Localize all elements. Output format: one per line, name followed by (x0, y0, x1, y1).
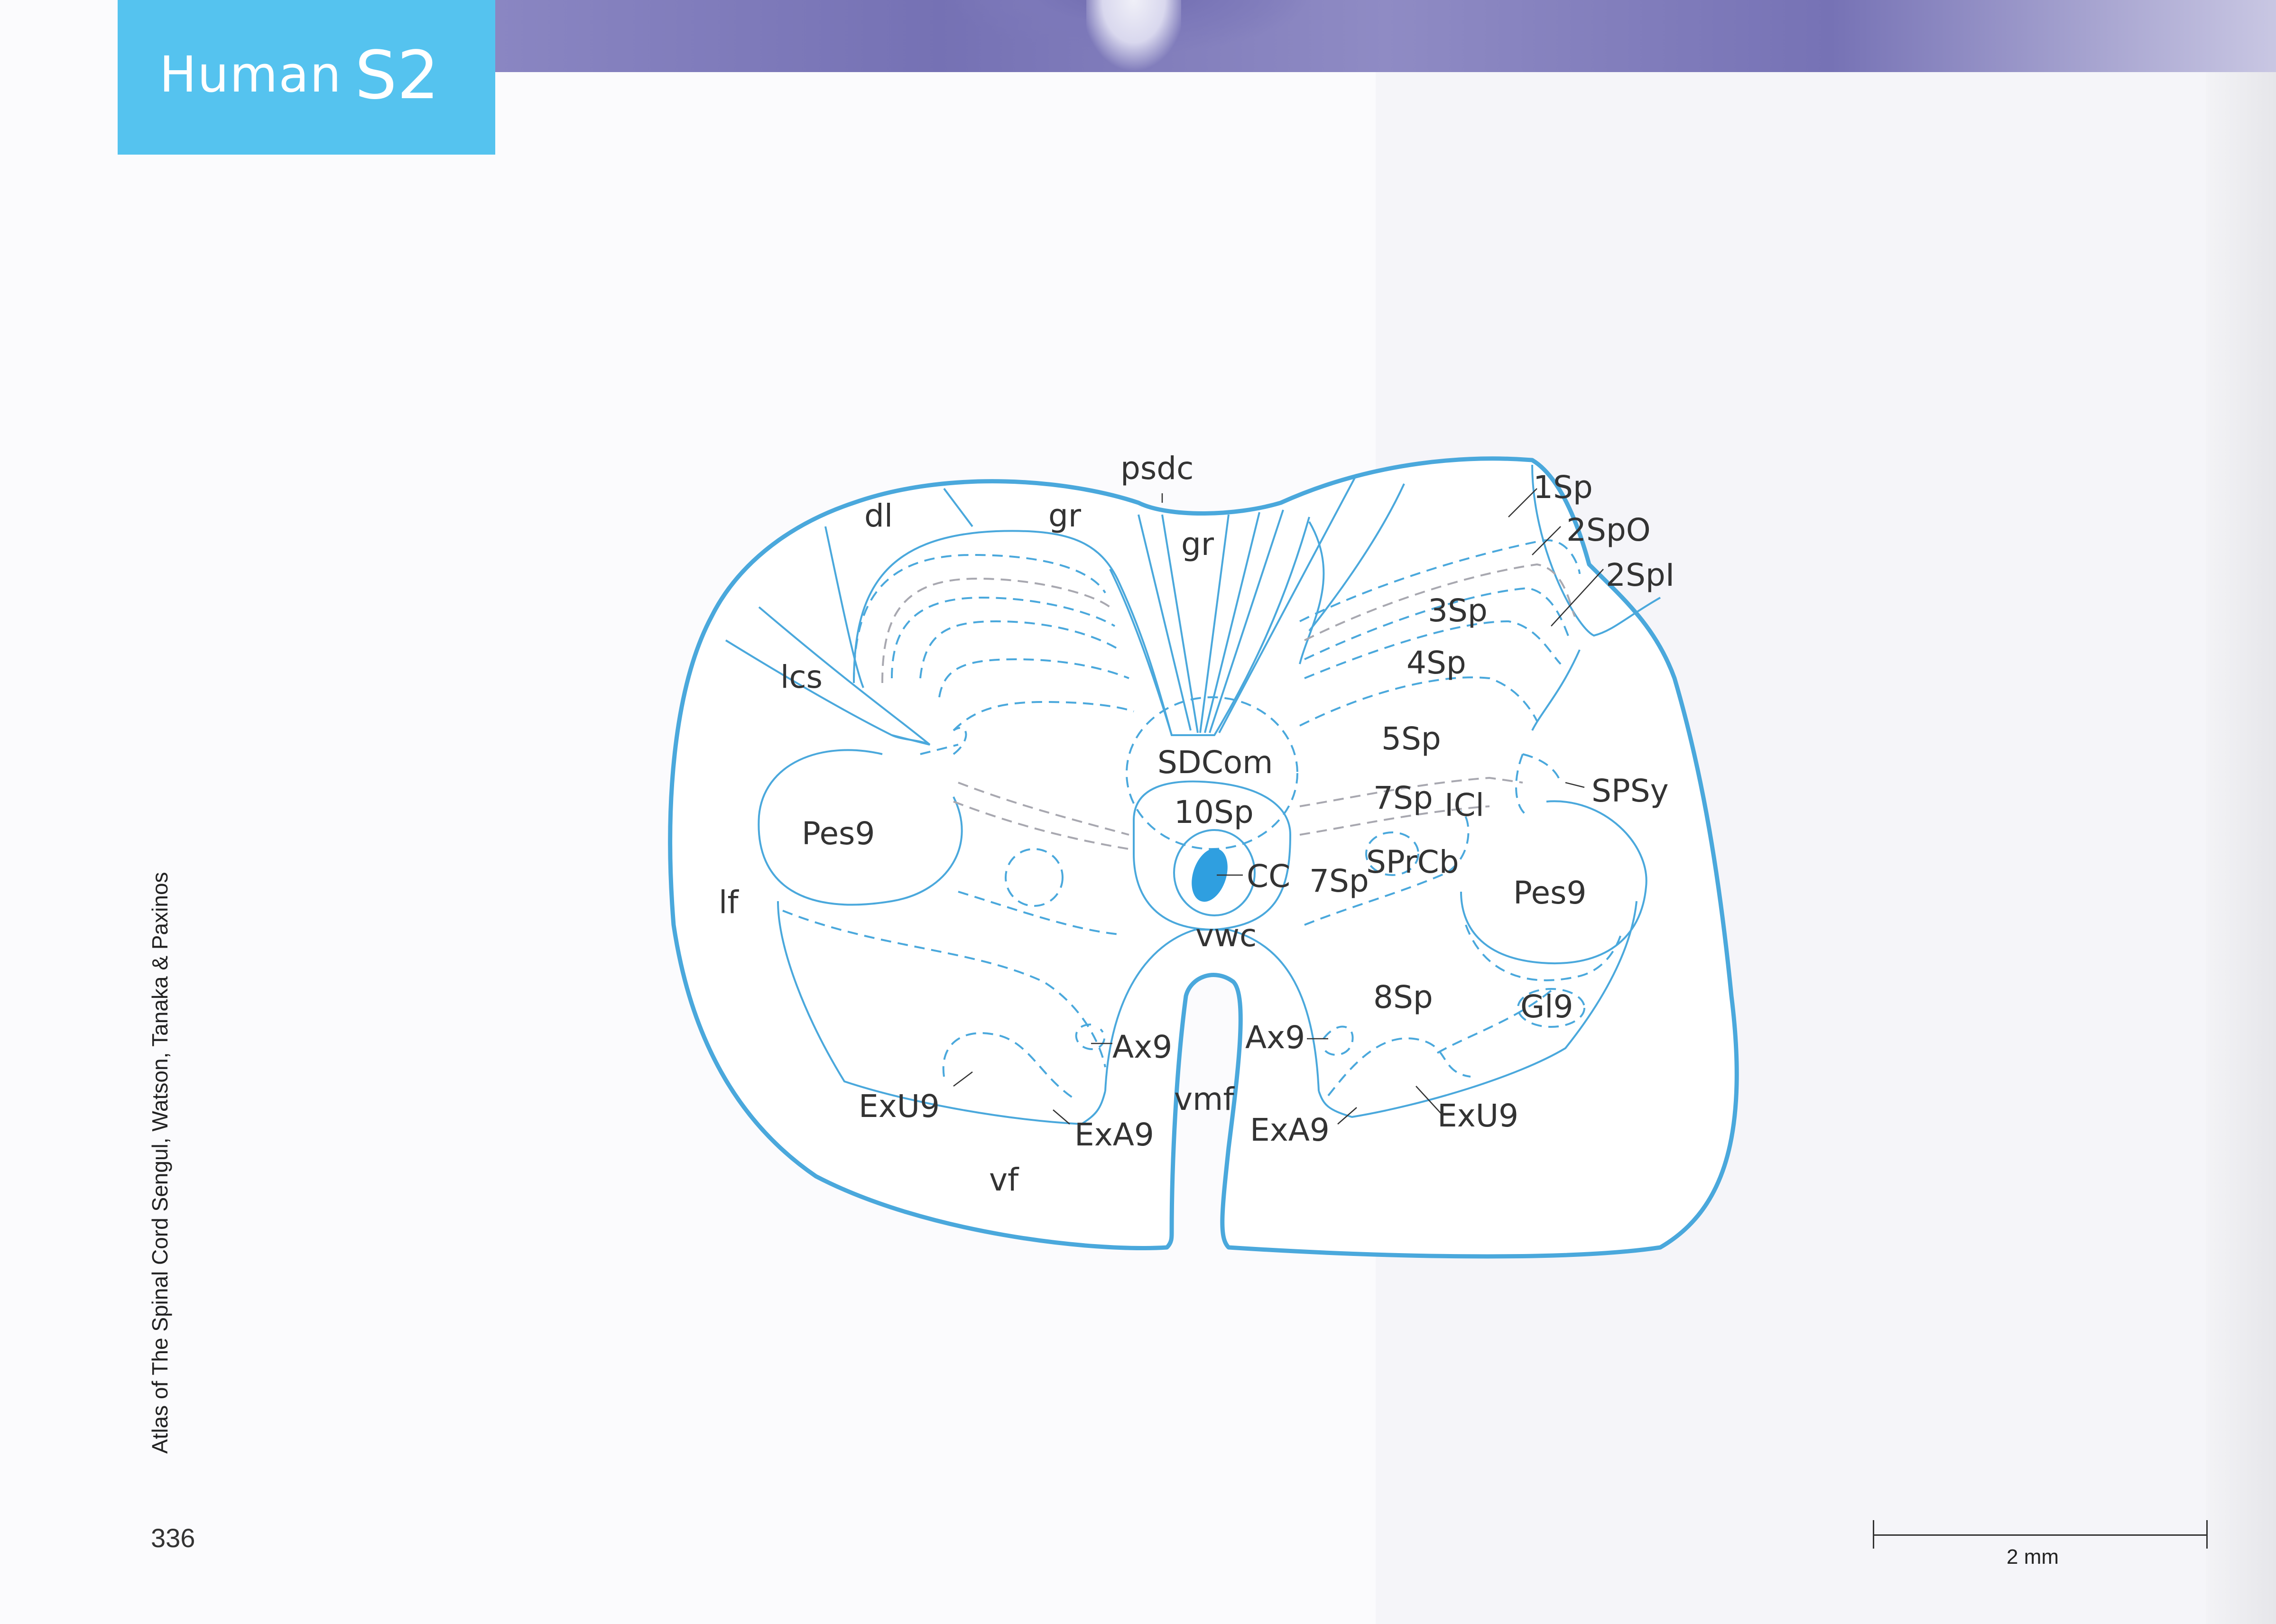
spsy-leader (1565, 782, 1585, 788)
label-8sp: 8Sp (1373, 979, 1433, 1015)
right-dorsal-horn-solid (1299, 483, 1405, 664)
label-lcs: lcs (780, 659, 823, 695)
label-gr-mid: gr (1181, 526, 1214, 563)
sprcb-region (1365, 831, 1419, 876)
label-10sp: 10Sp (1174, 794, 1254, 830)
right-exa9-leader (1337, 1107, 1357, 1125)
dorsal-column-lines (1138, 474, 1358, 733)
right-8sp-line (1304, 810, 1470, 926)
2spi-leader (1551, 569, 1604, 627)
1sp-leader (1508, 488, 1537, 517)
label-2spo: 2SpO (1566, 512, 1651, 548)
right-lamina-4 (1299, 676, 1538, 727)
title-species: Human (159, 46, 342, 103)
right-lamina-3 (1304, 620, 1562, 679)
right-lamina-2o (1304, 563, 1576, 641)
left-small-nucleus (1005, 848, 1064, 907)
dorsal-column-wedge (1109, 517, 1310, 736)
dl-boundary-lines (824, 488, 973, 688)
left-dorsal-horn-solid (853, 530, 1173, 736)
label-icl: ICl (1444, 787, 1484, 823)
scale-tick-right (2206, 1520, 2208, 1549)
left-lateral-notch (920, 727, 967, 755)
label-spsy: SPSy (1591, 773, 1669, 809)
2spo-leader (1532, 526, 1561, 555)
label-dl: dl (864, 498, 893, 534)
label-psdc: psdc (1120, 450, 1194, 487)
label-sdcom: SDCom (1157, 744, 1273, 781)
right-7sp-line-upper (1299, 776, 1523, 807)
histology-section-strip (493, 0, 2276, 72)
central-canal (1192, 848, 1228, 902)
label-ax9-left: Ax9 (1112, 1029, 1172, 1065)
label-pes9-right: Pes9 (1513, 875, 1586, 911)
right-pes9-region (1460, 800, 1647, 965)
left-8sp-line (958, 891, 1120, 935)
right-lateral-notch (1515, 753, 1562, 817)
label-pes9-left: Pes9 (802, 815, 875, 852)
scale-bar (1873, 1520, 2208, 1549)
scale-bar-label: 2 mm (2007, 1545, 2059, 1569)
label-gr-left: gr (1048, 498, 1082, 534)
label-1sp: 1Sp (1533, 469, 1593, 506)
left-8sp-boundary (782, 910, 1106, 1068)
label-exa9-right: ExA9 (1250, 1112, 1330, 1148)
label-cc: CC (1247, 858, 1290, 895)
section-title-box: Human S2 (118, 0, 495, 155)
book-attribution: Atlas of The Spinal Cord Sengul, Watson,… (148, 872, 172, 1454)
cc-boundary (1173, 829, 1256, 916)
left-7sp-line-upper (958, 782, 1129, 836)
left-lamina-5 (953, 701, 1134, 731)
label-lf: lf (719, 884, 739, 921)
histology-midline (1086, 0, 1181, 72)
label-exu9-right: ExU9 (1437, 1098, 1518, 1134)
left-lamina-2o (881, 577, 1111, 683)
label-3sp: 3Sp (1428, 592, 1488, 629)
right-dorsal-boundary (1531, 464, 1661, 637)
label-exa9-left: ExA9 (1074, 1116, 1154, 1153)
label-5sp: 5Sp (1381, 720, 1441, 757)
right-sps-line (1531, 649, 1581, 731)
left-exu9-leader (953, 1071, 973, 1087)
gl9-region (1517, 988, 1585, 1028)
left-lamina-4 (938, 658, 1129, 698)
10sp-region (1133, 780, 1292, 931)
left-lamina-2i (891, 596, 1116, 679)
right-ventral-horn (1318, 901, 1638, 1118)
left-ax9-pool (1075, 1024, 1106, 1050)
page-gutter (2206, 0, 2276, 1624)
label-vmf: vmf (1174, 1081, 1235, 1117)
left-pes9-region (758, 749, 963, 906)
left-exa9-leader (1053, 1109, 1070, 1125)
label-ax9-right: Ax9 (1245, 1019, 1305, 1056)
label-vf: vf (989, 1162, 1019, 1198)
label-7sp-upper: 7Sp (1373, 780, 1433, 816)
label-gl9: Gl9 (1520, 988, 1573, 1025)
right-exu9-leader (1416, 1086, 1443, 1115)
left-7sp-line-lower (953, 801, 1129, 850)
label-vwc: vwc (1195, 917, 1257, 954)
ventral-commissure (1104, 929, 1320, 1091)
label-2spi: 2SpI (1606, 557, 1675, 593)
right-ax9-pool (1323, 1025, 1354, 1056)
right-lamina-1 (1299, 539, 1581, 622)
page-number: 336 (151, 1523, 195, 1553)
right-pes9-lower (1465, 924, 1623, 981)
title-level: S2 (355, 37, 439, 114)
lcs-notch (891, 734, 930, 746)
scale-bar-line (1873, 1534, 2208, 1536)
right-exu9-pool (1327, 1037, 1471, 1097)
label-4sp: 4Sp (1406, 645, 1466, 681)
left-lamina-1 (853, 554, 1106, 683)
left-lamina-3 (919, 620, 1120, 679)
label-7sp-lower: 7Sp (1309, 863, 1369, 899)
left-ventral-horn (777, 901, 1106, 1126)
right-7sp-line-lower (1299, 805, 1490, 836)
label-exu9-left: ExU9 (859, 1088, 940, 1125)
label-sprcb: SPrCb (1366, 844, 1459, 880)
